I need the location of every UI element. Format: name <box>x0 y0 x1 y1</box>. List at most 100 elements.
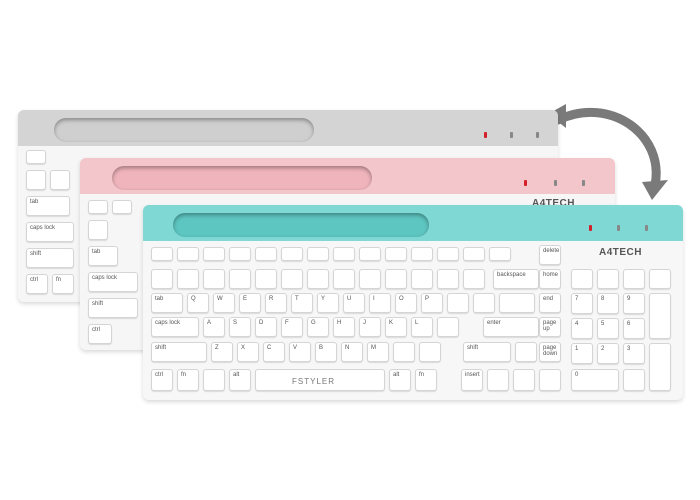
status-led <box>536 132 539 138</box>
status-led <box>554 180 557 186</box>
number-key <box>411 269 433 289</box>
letter-key: J <box>359 317 381 337</box>
brand-logo: A4TECH <box>532 198 576 209</box>
key-tab: tab <box>26 196 70 216</box>
letter-key: T <box>291 293 313 313</box>
numpad-key <box>597 269 619 289</box>
function-key <box>385 247 407 261</box>
key-home: home <box>539 269 561 289</box>
up-arrow-key <box>515 342 537 362</box>
letter-key: R <box>265 293 287 313</box>
status-led <box>484 132 487 138</box>
device-slot <box>112 166 372 190</box>
key-right-arrow <box>539 369 561 391</box>
letter-key: G <box>307 317 329 337</box>
device-slot <box>173 213 429 237</box>
numpad-key: 9 <box>623 293 645 314</box>
key-caps-lock: caps lock <box>151 317 199 337</box>
key-page-down: page down <box>539 342 561 362</box>
key-page-up: page up <box>539 317 561 337</box>
key-alt-left: alt <box>229 369 251 391</box>
function-key <box>229 247 251 261</box>
number-key <box>281 269 303 289</box>
number-key <box>255 269 277 289</box>
key-caps-lock: caps lock <box>26 222 74 242</box>
key <box>88 220 108 240</box>
key-alt-right: alt <box>389 369 411 391</box>
function-key <box>489 247 511 261</box>
key-ctrl: ctrl <box>151 369 173 391</box>
number-key <box>177 269 199 289</box>
key <box>203 369 225 391</box>
numpad-key: 8 <box>597 293 619 314</box>
numpad-key <box>649 269 671 289</box>
function-key <box>411 247 433 261</box>
key <box>50 170 70 190</box>
letter-key: Y <box>317 293 339 313</box>
key <box>26 170 46 190</box>
letter-key: M <box>367 342 389 362</box>
letter-key: P <box>421 293 443 313</box>
letter-key: Z <box>211 342 233 362</box>
punct-key <box>393 342 415 362</box>
number-key <box>307 269 329 289</box>
key-fn: fn <box>177 369 199 391</box>
bracket-key <box>447 293 469 313</box>
key-insert: insert <box>461 369 483 391</box>
key-tab: tab <box>151 293 183 313</box>
key-shift: shift <box>26 248 74 268</box>
letter-key: W <box>213 293 235 313</box>
punct-key <box>437 317 459 337</box>
key-fn: fn <box>52 274 74 294</box>
status-led <box>617 225 620 231</box>
letter-key: N <box>341 342 363 362</box>
function-key <box>437 247 459 261</box>
key <box>112 200 132 214</box>
letter-key: Q <box>187 293 209 313</box>
letter-key: E <box>239 293 261 313</box>
key-end: end <box>539 293 561 313</box>
key-fn-right: fn <box>415 369 437 391</box>
key-delete: delete <box>539 245 561 265</box>
key-enter: enter <box>483 317 539 337</box>
letter-key: S <box>229 317 251 337</box>
number-key <box>203 269 225 289</box>
function-key <box>359 247 381 261</box>
numpad-key <box>571 269 593 289</box>
key-shift: shift <box>88 298 138 318</box>
number-key <box>437 269 459 289</box>
punct-key <box>419 342 441 362</box>
stylus-label: FSTYLER <box>292 377 336 386</box>
status-led <box>524 180 527 186</box>
key-ctrl: ctrl <box>88 324 112 344</box>
number-key <box>385 269 407 289</box>
number-key <box>229 269 251 289</box>
key-caps-lock: caps lock <box>88 272 138 292</box>
letter-key: C <box>263 342 285 362</box>
letter-key: F <box>281 317 303 337</box>
key <box>88 200 108 214</box>
letter-key: X <box>237 342 259 362</box>
key <box>26 150 46 164</box>
letter-key: A <box>203 317 225 337</box>
key-down-arrow <box>513 369 535 391</box>
key-space <box>255 369 385 391</box>
numpad-key: 6 <box>623 318 645 339</box>
function-key <box>463 247 485 261</box>
key-shift-left: shift <box>151 342 207 362</box>
key-ctrl: ctrl <box>26 274 48 294</box>
numpad-key <box>623 369 645 391</box>
function-key <box>151 247 173 261</box>
key-backspace: backspace <box>493 269 539 289</box>
numpad-key: 1 <box>571 343 593 364</box>
letter-key: L <box>411 317 433 337</box>
function-key <box>307 247 329 261</box>
letter-key: B <box>315 342 337 362</box>
numpad-key: 4 <box>571 318 593 339</box>
bracket-key <box>473 293 495 313</box>
status-led <box>510 132 513 138</box>
brand-logo: A4TECH <box>599 247 643 258</box>
numpad-key-zero: 0 <box>571 369 619 391</box>
numpad-key <box>623 269 645 289</box>
